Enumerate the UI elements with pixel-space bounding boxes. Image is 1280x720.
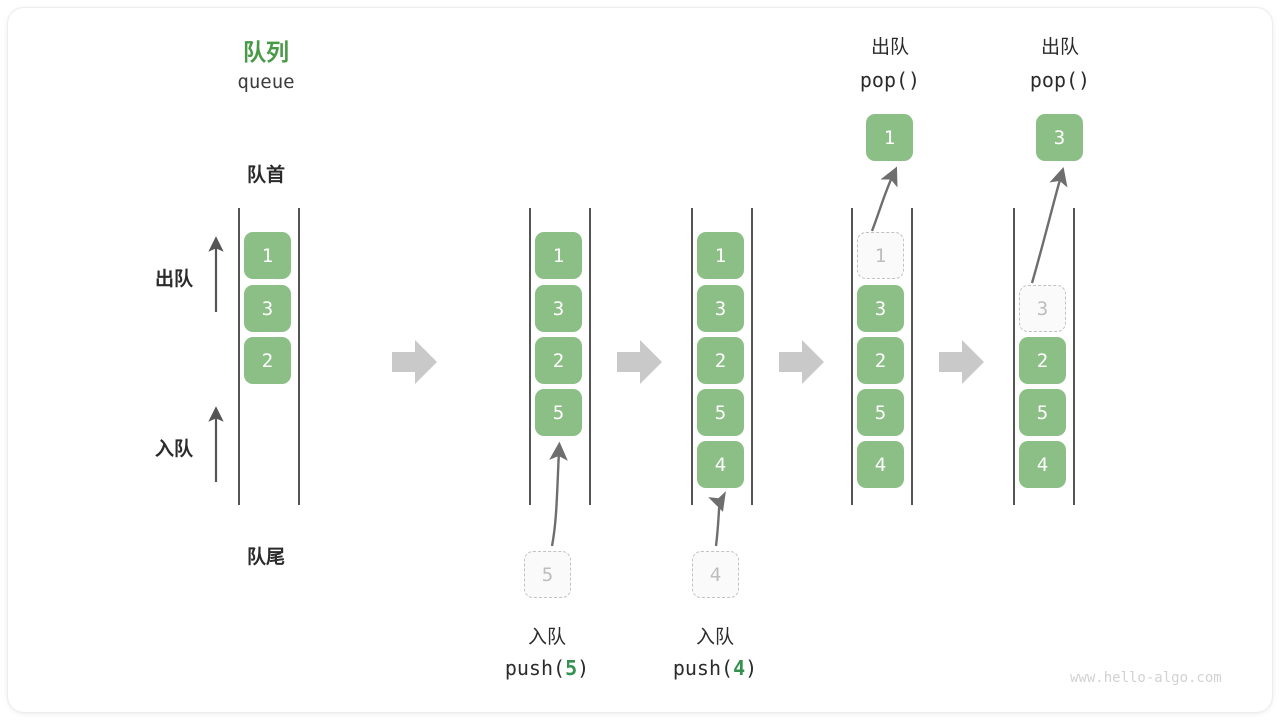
- enqueue-side-label: 入队: [154, 439, 193, 460]
- watermark: www.hello-algo.com: [1070, 670, 1222, 686]
- queue-cell: 2: [1019, 337, 1066, 384]
- popped-element: 3: [1036, 114, 1083, 161]
- push-code-prefix: push(: [504, 656, 566, 680]
- queue-cell: 5: [697, 389, 744, 436]
- rail-right-col2: [589, 208, 591, 505]
- pop-header-cn: 出队: [1040, 37, 1079, 58]
- rail-left-col4: [851, 208, 853, 505]
- queue-cell: 2: [244, 337, 291, 384]
- queue-cell: 3: [244, 285, 291, 332]
- diagram-card: [8, 8, 1272, 712]
- queue-cell: 5: [1019, 389, 1066, 436]
- rail-right-col5: [1073, 208, 1075, 505]
- push-caption-code: push(4): [630, 656, 800, 680]
- queue-cell: 1: [535, 232, 582, 279]
- queue-cell-vacated: 1: [857, 232, 904, 279]
- rail-right-col1: [298, 208, 300, 505]
- queue-cell: 2: [857, 337, 904, 384]
- push-code-value: 4: [733, 656, 746, 680]
- incoming-element: 5: [524, 551, 571, 598]
- queue-cell: 3: [535, 285, 582, 332]
- pop-header-code: pop(): [859, 68, 921, 92]
- queue-cell: 2: [697, 337, 744, 384]
- queue-cell: 5: [535, 389, 582, 436]
- push-code-suffix: ): [577, 656, 590, 680]
- pop-header-code: pop(): [1029, 68, 1091, 92]
- queue-cell: 2: [535, 337, 582, 384]
- push-code-value: 5: [565, 656, 578, 680]
- rail-right-col3: [751, 208, 753, 505]
- push-code-prefix: push(: [672, 656, 734, 680]
- push-caption-code: push(5): [462, 656, 632, 680]
- incoming-element: 4: [692, 551, 739, 598]
- rail-left-col2: [529, 208, 531, 505]
- push-caption-cn: 入队: [695, 627, 734, 648]
- push-code-suffix: ): [745, 656, 758, 680]
- queue-cell: 1: [244, 232, 291, 279]
- popped-element: 1: [866, 114, 913, 161]
- push-caption-cn: 入队: [527, 627, 566, 648]
- queue-cell: 4: [1019, 441, 1066, 488]
- queue-cell-vacated: 3: [1019, 285, 1066, 332]
- front-label: 队首: [246, 165, 285, 186]
- pop-header-cn: 出队: [870, 37, 909, 58]
- queue-cell: 5: [857, 389, 904, 436]
- rear-label: 队尾: [246, 547, 285, 568]
- queue-cell: 4: [857, 441, 904, 488]
- rail-left-col5: [1013, 208, 1015, 505]
- rail-left-col1: [238, 208, 240, 505]
- queue-cell: 4: [697, 441, 744, 488]
- queue-title-cn: 队列: [243, 39, 289, 65]
- queue-title-en: queue: [237, 71, 295, 93]
- queue-cell: 3: [697, 285, 744, 332]
- queue-cell: 1: [697, 232, 744, 279]
- rail-left-col3: [691, 208, 693, 505]
- dequeue-side-label: 出队: [154, 269, 193, 290]
- rail-right-col4: [911, 208, 913, 505]
- queue-cell: 3: [857, 285, 904, 332]
